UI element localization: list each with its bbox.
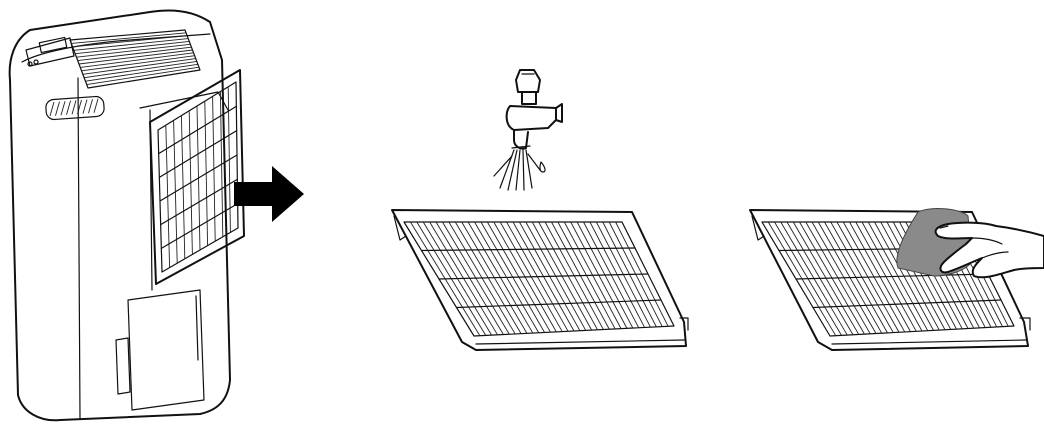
filter-panel-rinse xyxy=(392,210,688,350)
dehumidifier-unit xyxy=(10,10,230,420)
water-tank xyxy=(116,290,204,410)
top-air-outlet-grille xyxy=(70,30,200,88)
remove-arrow-icon xyxy=(234,166,304,222)
carry-handle xyxy=(45,96,104,120)
faucet-icon xyxy=(507,70,562,149)
water-spray xyxy=(494,150,545,190)
filter-panel-removed xyxy=(150,70,244,284)
